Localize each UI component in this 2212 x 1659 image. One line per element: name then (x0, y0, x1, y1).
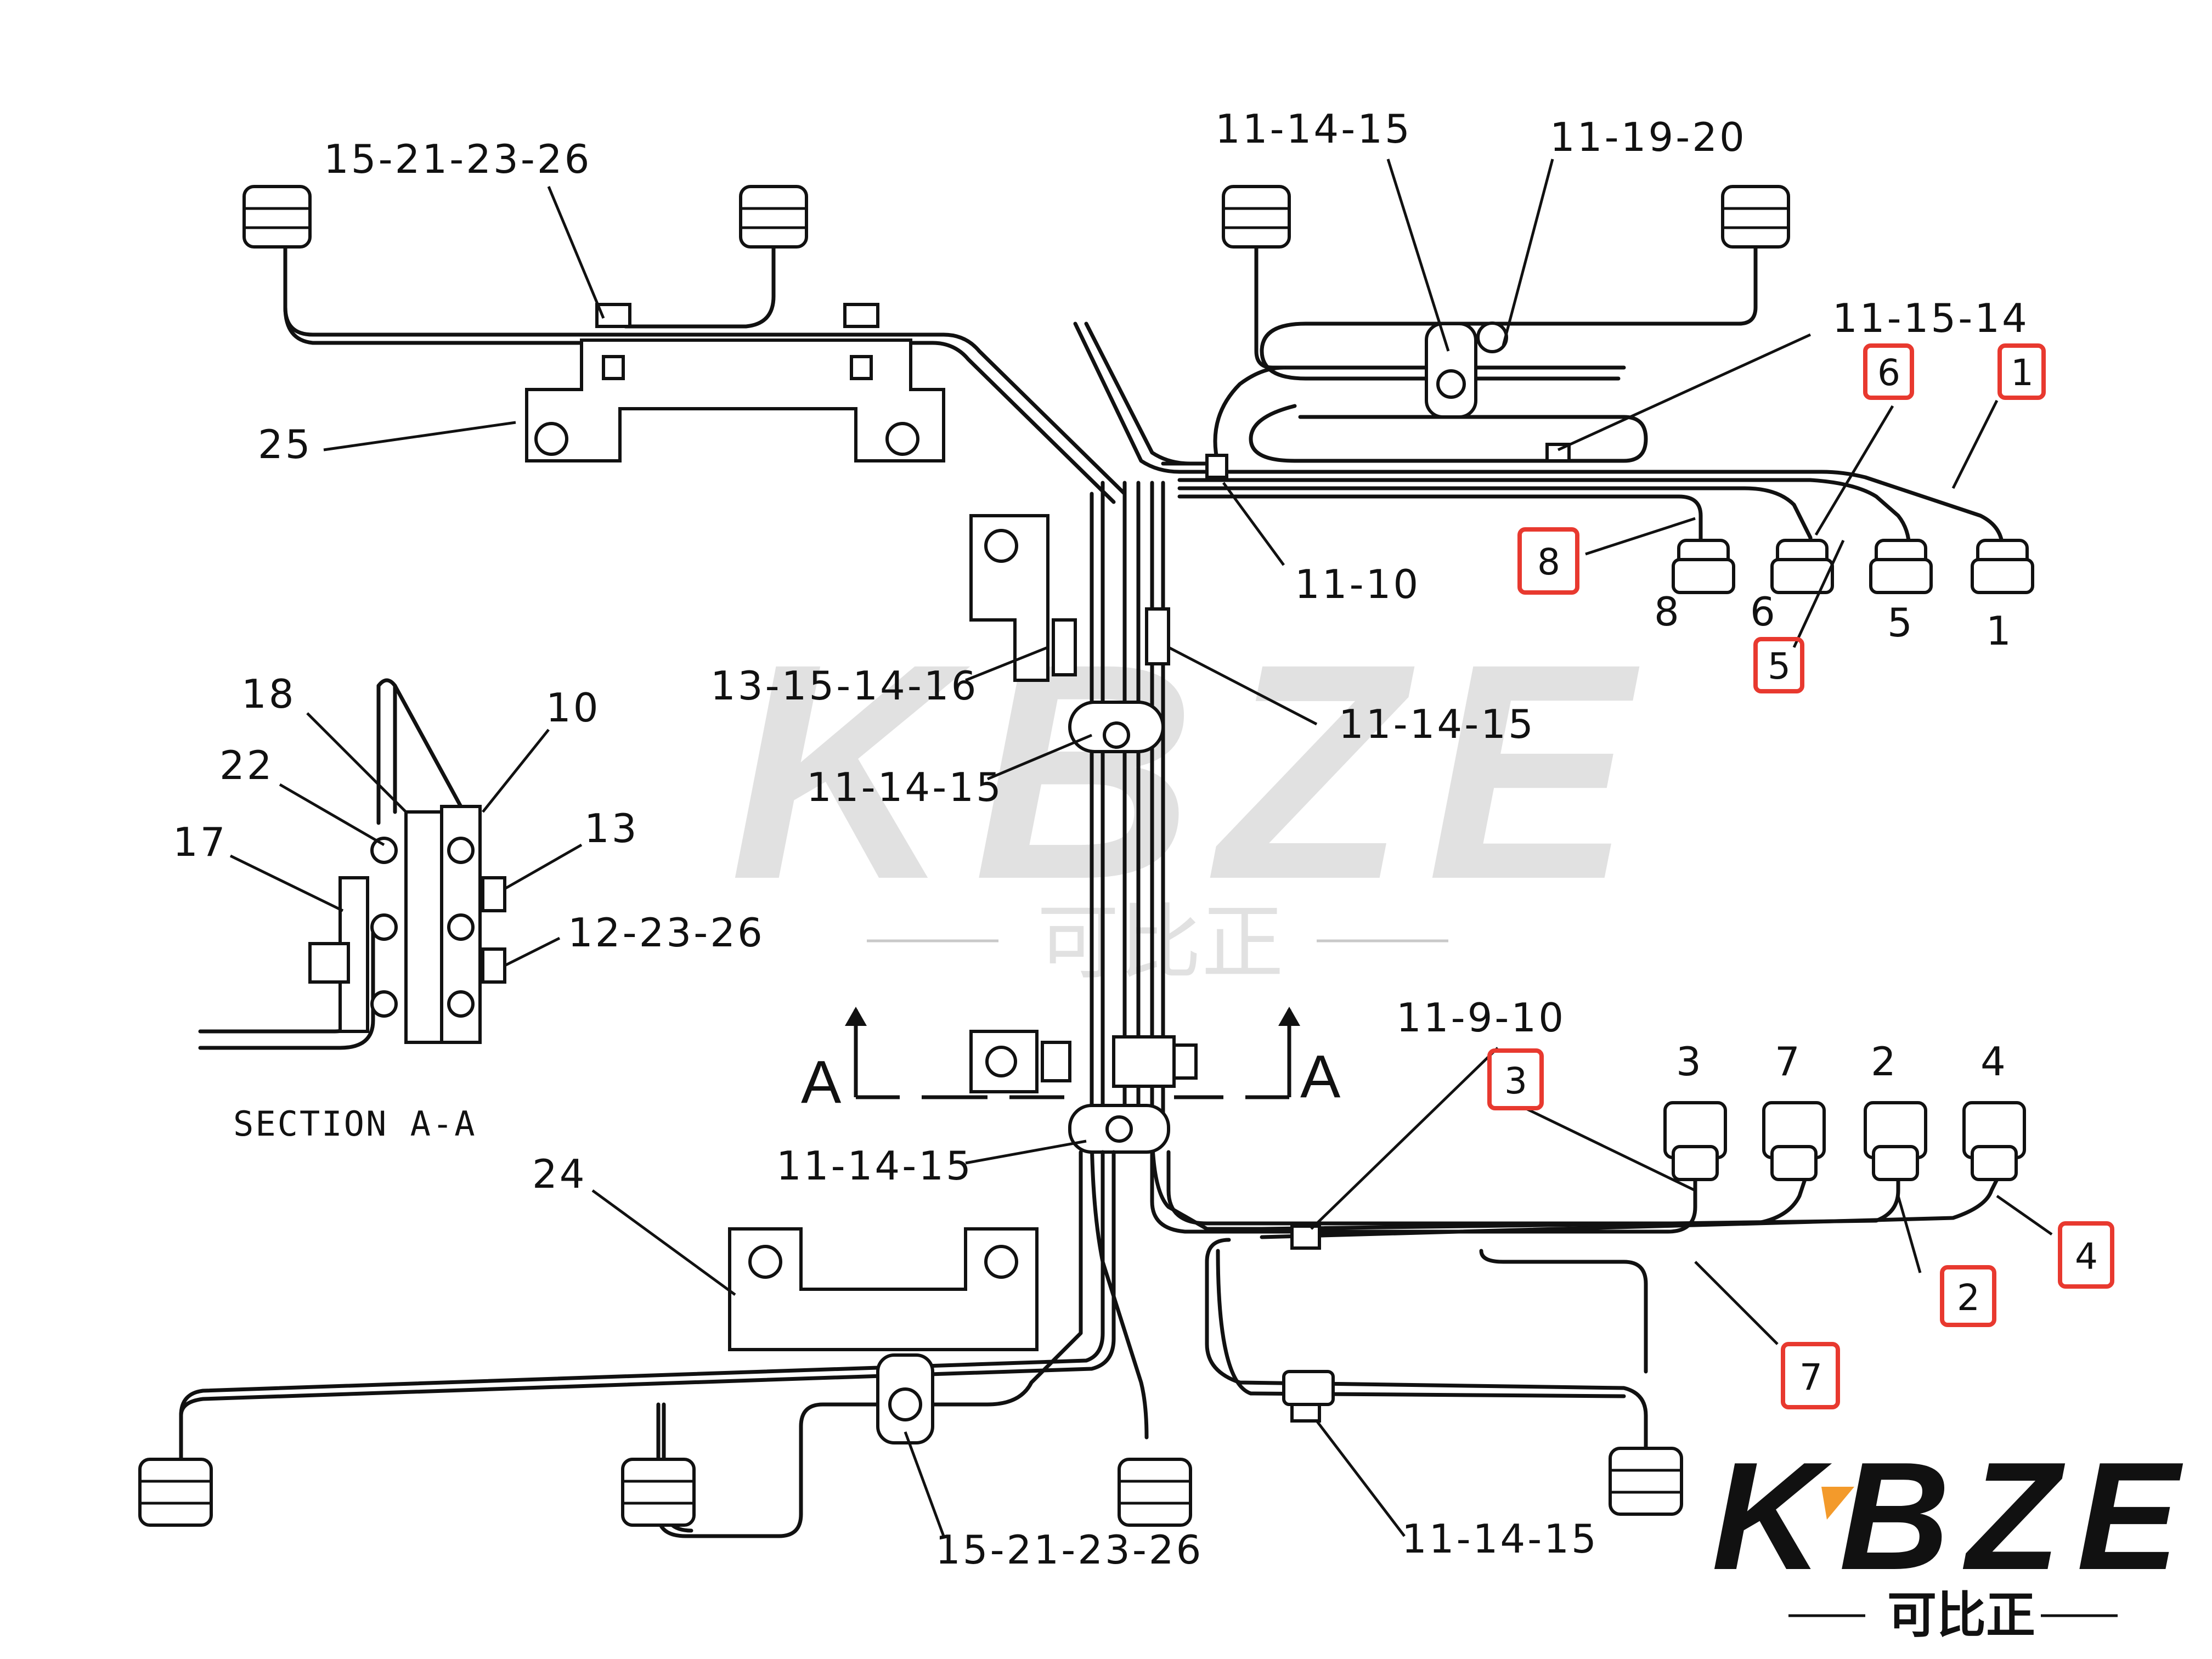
callout-labels: 15-21-23-26 25 11-14-15 11-19-20 11-15-1… (173, 106, 2029, 1573)
svg-text:7: 7 (1799, 1356, 1822, 1398)
label-11-14-15-top: 11-14-15 (1215, 106, 1412, 152)
watermark-latin: KBZE (730, 600, 1654, 943)
top-left-tube-group (242, 185, 1209, 504)
bottom-right-tube-group (1150, 1101, 2026, 1516)
boxed-label-8: 8 (1517, 527, 1579, 595)
label-24: 24 (532, 1151, 587, 1197)
top-right-tube-group (1161, 185, 2034, 594)
section-part-12-23-26: 12-23-26 (568, 910, 765, 956)
nut-8 (1672, 539, 1735, 594)
label-11-14-15-mid-left: 11-14-15 (806, 764, 1003, 810)
boxed-label-4: 4 (2058, 1221, 2114, 1289)
label-11-9-10: 11-9-10 (1396, 995, 1566, 1041)
svg-text:3: 3 (1504, 1060, 1527, 1102)
kbze-logo: KBZE 可比正 (1712, 1431, 2196, 1644)
label-13-15-14-16: 13-15-14-16 (710, 663, 978, 709)
section-arrow-label-right: A (1300, 1043, 1341, 1110)
nut-2 (1864, 1101, 1927, 1181)
nut-number-7: 7 (1775, 1039, 1802, 1085)
label-11-14-15-mid-right: 11-14-15 (1339, 701, 1536, 747)
label-11-19-20: 11-19-20 (1550, 114, 1747, 160)
label-11-10: 11-10 (1295, 561, 1420, 607)
label-11-14-15-lower: 11-14-15 (776, 1143, 973, 1189)
boxed-label-5: 5 (1753, 637, 1804, 693)
section-part-13: 13 (584, 805, 639, 851)
label-15-21-23-26-top: 15-21-23-26 (324, 136, 591, 182)
nut-number-5: 5 (1887, 600, 1915, 646)
nut-4 (1962, 1101, 2026, 1181)
nut-top-left-2 (739, 185, 808, 249)
section-part-18: 18 (241, 671, 296, 717)
nut-number-6: 6 (1750, 589, 1778, 635)
section-part-17: 17 (173, 819, 228, 865)
nut-bottom-left-3 (1118, 1458, 1192, 1527)
logo-latin: KBZE (1712, 1431, 2196, 1602)
nut-top-right-1 (1222, 185, 1291, 249)
nut-number-8: 8 (1654, 589, 1681, 635)
nut-top-right-2 (1721, 185, 1790, 249)
label-11-14-15-lower-right: 11-14-15 (1402, 1516, 1599, 1562)
bracket-24 (728, 1227, 1039, 1351)
nut-1 (1971, 539, 2034, 594)
nut-number-4: 4 (1980, 1039, 2008, 1085)
label-11-15-14: 11-15-14 (1832, 295, 2029, 341)
boxed-label-7: 7 (1781, 1342, 1840, 1409)
boxed-label-6: 6 (1863, 343, 1914, 400)
bracket-25 (525, 338, 945, 462)
section-part-10: 10 (546, 685, 601, 731)
nut-3 (1663, 1101, 1727, 1181)
boxed-label-3: 3 (1487, 1048, 1544, 1110)
watermark: KBZE 可比正 (730, 600, 1654, 991)
label-25: 25 (258, 421, 313, 467)
boxed-labels: 6 1 8 5 3 4 2 7 (1487, 343, 2114, 1409)
svg-text:4: 4 (2075, 1235, 2098, 1278)
nut-bottom-left-1 (138, 1458, 213, 1527)
section-a-a-detail: SECTION A-A (198, 678, 506, 1144)
svg-text:2: 2 (1957, 1277, 1980, 1319)
section-caption: SECTION A-A (233, 1104, 477, 1144)
svg-text:6: 6 (1877, 352, 1900, 394)
logo-cjk: 可比正 (1887, 1587, 2035, 1644)
svg-text:5: 5 (1768, 645, 1791, 687)
nut-top-left-1 (242, 185, 312, 249)
section-indicator: A A (801, 1007, 1341, 1116)
vertical-trunk (969, 481, 1264, 1440)
nut-number-3: 3 (1676, 1039, 1703, 1085)
nut-number-2: 2 (1871, 1039, 1898, 1085)
nut-bottom-left-2 (621, 1458, 696, 1527)
nut-bottom-right (1609, 1447, 1683, 1516)
nut-6 (1770, 539, 1834, 594)
boxed-label-2: 2 (1940, 1265, 1996, 1327)
watermark-cjk: 可比正 (1037, 895, 1284, 991)
svg-text:8: 8 (1537, 541, 1560, 583)
label-15-21-23-26-bottom: 15-21-23-26 (935, 1527, 1203, 1573)
nut-number-1: 1 (1986, 608, 2013, 654)
nut-7 (1762, 1101, 1826, 1181)
boxed-label-1: 1 (1997, 343, 2046, 400)
leader-lines (229, 159, 2053, 1537)
section-arrow-label-left: A (801, 1048, 842, 1116)
section-part-22: 22 (219, 742, 274, 788)
bottom-left-tube-group (138, 1150, 1192, 1538)
nut-5 (1869, 539, 1933, 594)
logo-accent (1821, 1487, 1854, 1520)
svg-text:1: 1 (2011, 352, 2034, 394)
